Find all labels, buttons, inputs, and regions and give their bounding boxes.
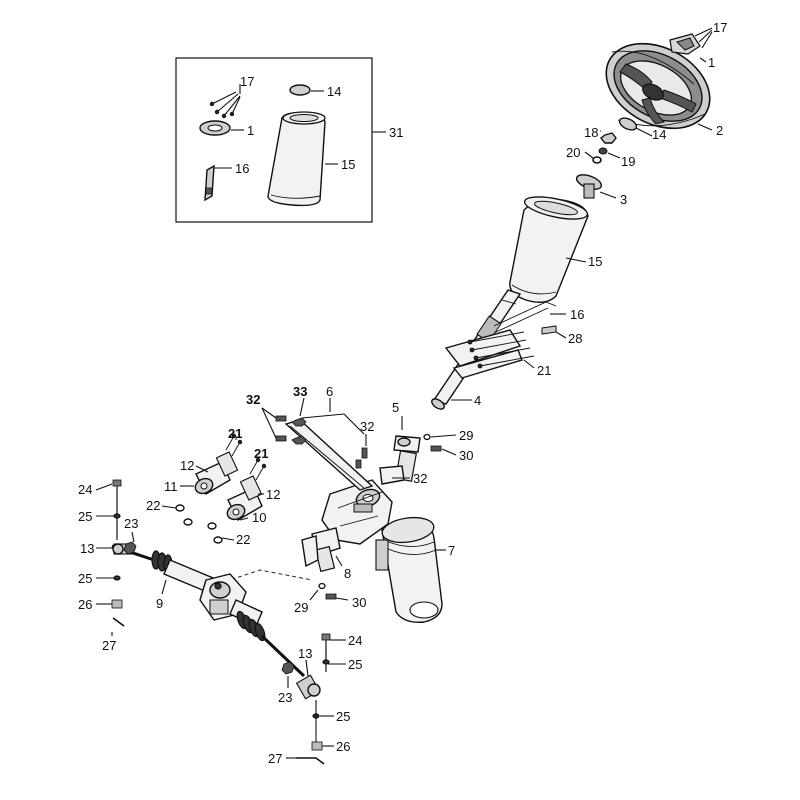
steering-wheel [605, 42, 711, 130]
label-5: 5 [392, 400, 399, 415]
inset-column-boot [267, 111, 326, 207]
label-11: 11 [164, 479, 178, 494]
column-boot-strap [493, 301, 566, 333]
inset-cap-screws [209, 84, 241, 119]
label-16-inset: 16 [235, 161, 249, 176]
label-25-left-top: 25 [78, 509, 92, 524]
column-mount-plate [444, 329, 535, 379]
label-22-left: 22 [146, 498, 160, 513]
eps-motor [375, 516, 443, 623]
label-32-right: 32 [413, 471, 427, 486]
label-23-right: 23 [278, 690, 292, 705]
bolt-lower [325, 593, 337, 600]
label-17: 17 [713, 20, 727, 35]
bracket-bolts [275, 415, 368, 469]
label-21: 21 [537, 363, 551, 378]
label-12-right: 12 [266, 487, 280, 502]
label-24-right: 24 [348, 633, 362, 648]
hub-adapter [575, 174, 603, 199]
label-26-right: 26 [336, 739, 350, 754]
rack-clamp-right [226, 457, 267, 521]
column-clip [541, 325, 557, 335]
inset-center-cap [289, 84, 311, 96]
label-6: 6 [326, 384, 333, 399]
label-32-mid: 32 [360, 419, 374, 434]
wheel-cap-screws [694, 27, 713, 49]
label-19: 19 [621, 154, 635, 169]
label-26-left: 26 [78, 597, 92, 612]
label-20: 20 [566, 145, 580, 160]
label-27-right: 27 [268, 751, 282, 766]
label-21-right: 21 [254, 446, 268, 461]
steering-rack [111, 544, 306, 678]
label-12-left: 12 [180, 458, 194, 473]
label-3: 3 [620, 192, 627, 207]
label-21-left: 21 [228, 426, 242, 441]
eps-gearbox [321, 479, 393, 545]
upper-universal-joint [379, 435, 421, 485]
label-33: 33 [293, 384, 307, 399]
label-31: 31 [389, 125, 403, 140]
label-25-right-bottom: 25 [336, 709, 350, 724]
label-15: 15 [588, 254, 602, 269]
rack-clamp-left-washers [175, 504, 193, 526]
label-14: 14 [652, 127, 666, 142]
label-14-inset: 14 [327, 84, 341, 99]
label-15-inset: 15 [341, 157, 355, 172]
label-30-upper: 30 [459, 448, 473, 463]
center-cap [618, 117, 638, 131]
label-13-left: 13 [80, 541, 94, 556]
label-28: 28 [568, 331, 582, 346]
tie-rod-end-left [112, 541, 137, 555]
inset-kit-box: 31 17 14 1 [175, 57, 403, 223]
label-13-right: 13 [298, 646, 312, 661]
hub-hardware-stack [592, 132, 617, 164]
label-1: 1 [708, 55, 715, 70]
label-10: 10 [252, 510, 266, 525]
rack-clamp-right-washers [207, 522, 223, 544]
label-30-lower: 30 [352, 595, 366, 610]
inset-boot-strap [204, 164, 215, 202]
wheel-emblem [669, 33, 701, 55]
label-27-left: 27 [102, 638, 116, 653]
label-24-left: 24 [78, 482, 92, 497]
right-tie-rod-hardware [296, 633, 331, 765]
left-tie-rod-hardware [111, 479, 125, 627]
label-22-right: 22 [236, 532, 250, 547]
label-29-upper: 29 [459, 428, 473, 443]
label-25-right-top: 25 [348, 657, 362, 672]
tie-rod-end-right [281, 661, 321, 700]
washer-upper [423, 433, 431, 441]
label-32-left: 32 [246, 392, 260, 407]
lower-universal-joint [301, 527, 341, 573]
bolt-upper [430, 445, 442, 452]
label-16: 16 [570, 307, 584, 322]
column-boot [509, 196, 589, 303]
label-8: 8 [344, 566, 351, 581]
label-29-lower: 29 [294, 600, 308, 615]
label-17-inset: 17 [240, 74, 254, 89]
label-25-left-bottom: 25 [78, 571, 92, 586]
label-4: 4 [474, 393, 481, 408]
label-7: 7 [448, 543, 455, 558]
inset-emblem [199, 120, 231, 136]
washer-lower [318, 582, 326, 590]
label-1-inset: 1 [247, 123, 254, 138]
label-18: 18 [584, 125, 598, 140]
label-2: 2 [716, 123, 723, 138]
rack-clamp-left [194, 433, 243, 495]
label-9: 9 [156, 596, 163, 611]
label-23-left: 23 [124, 516, 138, 531]
